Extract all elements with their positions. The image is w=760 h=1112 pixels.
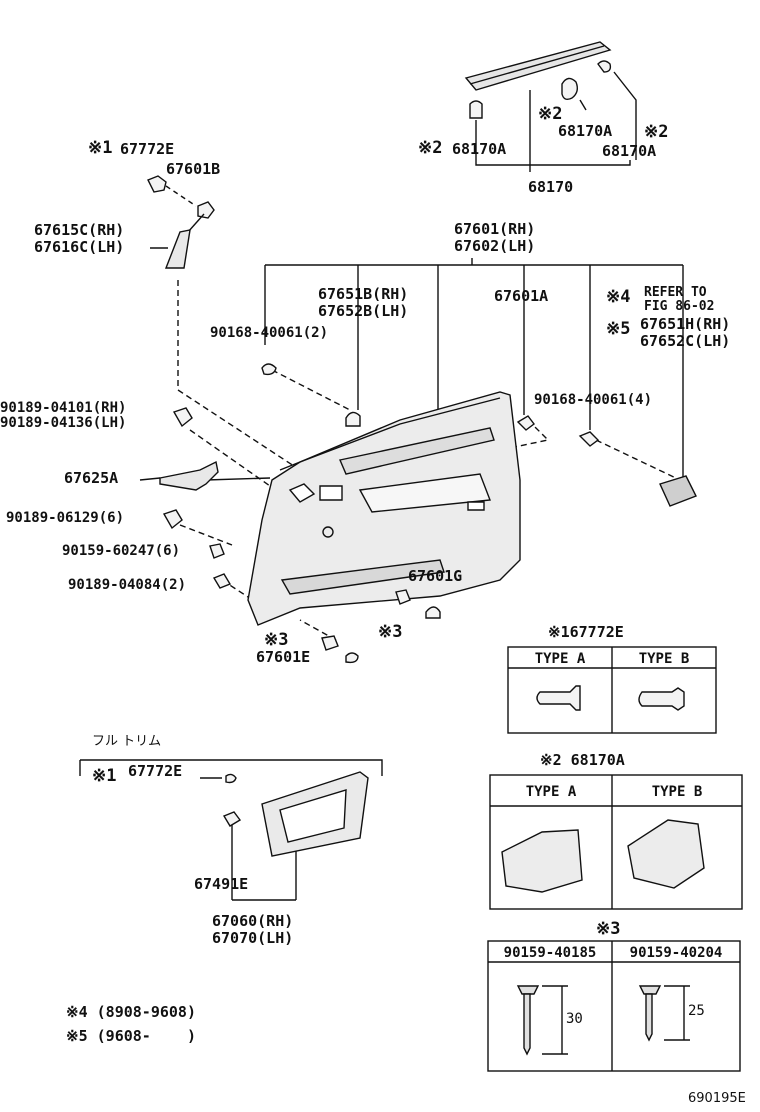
part-67625a: 67625A [64, 469, 119, 487]
table-screws [487, 940, 741, 1072]
table3-title: ※3 [596, 919, 621, 939]
table1-col-b: TYPE B [638, 651, 690, 667]
screw-length-a: 30 [566, 1011, 583, 1027]
part-90189-04101: 90189-04101(RH) [0, 400, 127, 416]
table1-title: ※167772E [548, 623, 624, 641]
mark-4: ※4 [606, 287, 631, 307]
corner-trim-part [164, 229, 191, 269]
table3-col-a: 90159-40185 [503, 945, 597, 961]
speaker-grille-part [659, 475, 697, 507]
table-67772e [507, 646, 717, 734]
figure-reference: FIG 86-02 [644, 299, 715, 314]
mark-2: ※2 [538, 104, 563, 124]
part-68170a: 68170A [602, 142, 657, 160]
mark-1: ※1 [88, 138, 113, 158]
part-67772e: 67772E [120, 140, 175, 158]
mark-3: ※3 [378, 622, 403, 642]
part-67070: 67070(LH) [212, 929, 294, 947]
part-68170a: 68170A [558, 122, 613, 140]
table2-col-b: TYPE B [651, 784, 703, 800]
part-67616c: 67616C(LH) [34, 238, 125, 256]
table3-col-b: 90159-40204 [629, 945, 723, 961]
part-67601g: 67601G [408, 567, 463, 585]
clip-parts-top-left [147, 175, 215, 219]
table-68170a [489, 774, 743, 910]
note-mark-4: ※4 (8908-9608) [66, 1003, 196, 1021]
part-67652c: 67652C(LH) [640, 332, 731, 350]
weatherstrip-part [464, 41, 612, 119]
mark-2: ※2 [644, 122, 669, 142]
part-67601a: 67601A [494, 287, 549, 305]
part-90189-06129: 90189-06129(6) [6, 510, 125, 526]
mark-2: ※2 [418, 138, 443, 158]
part-90168-40061-4: 90168-40061(4) [534, 392, 653, 408]
part-67651b: 67651B(RH) [318, 285, 409, 303]
mark-1: ※1 [92, 766, 117, 786]
door-trim-panel [247, 391, 521, 626]
table2-col-a: TYPE A [525, 784, 577, 800]
part-67615c: 67615C(RH) [34, 221, 125, 239]
screw-length-b: 25 [688, 1003, 705, 1019]
part-90168-40061-2: 90168-40061(2) [210, 325, 329, 341]
mark-5: ※5 [606, 319, 631, 339]
mark-3: ※3 [264, 630, 289, 650]
part-67060: 67060(RH) [212, 912, 294, 930]
part-90189-04136: 90189-04136(LH) [0, 415, 127, 431]
part-67601: 67601(RH) [454, 220, 536, 238]
part-67601b: 67601B [166, 160, 221, 178]
part-67652b: 67652B(LH) [318, 302, 409, 320]
figure-id: 690195E [688, 1091, 746, 1106]
part-67651h: 67651H(RH) [640, 315, 731, 333]
note-mark-5: ※5 (9608- ) [66, 1027, 196, 1045]
refer-to-text: REFER TO [644, 285, 707, 300]
handle-bracket-part [159, 460, 219, 491]
full-trim-heading: フル トリム [92, 734, 162, 749]
part-68170: 68170 [528, 178, 574, 196]
part-67602: 67602(LH) [454, 237, 536, 255]
part-90159-60247: 90159-60247(6) [62, 543, 181, 559]
part-67601e: 67601E [256, 648, 311, 666]
table2-title: ※2 68170A [540, 751, 625, 769]
armrest-trim-part [261, 771, 369, 857]
part-68170a: 68170A [452, 140, 507, 158]
part-90189-04084: 90189-04084(2) [68, 577, 187, 593]
table1-col-a: TYPE A [534, 651, 586, 667]
part-67491e: 67491E [194, 875, 249, 893]
part-67772e: 67772E [128, 762, 183, 780]
